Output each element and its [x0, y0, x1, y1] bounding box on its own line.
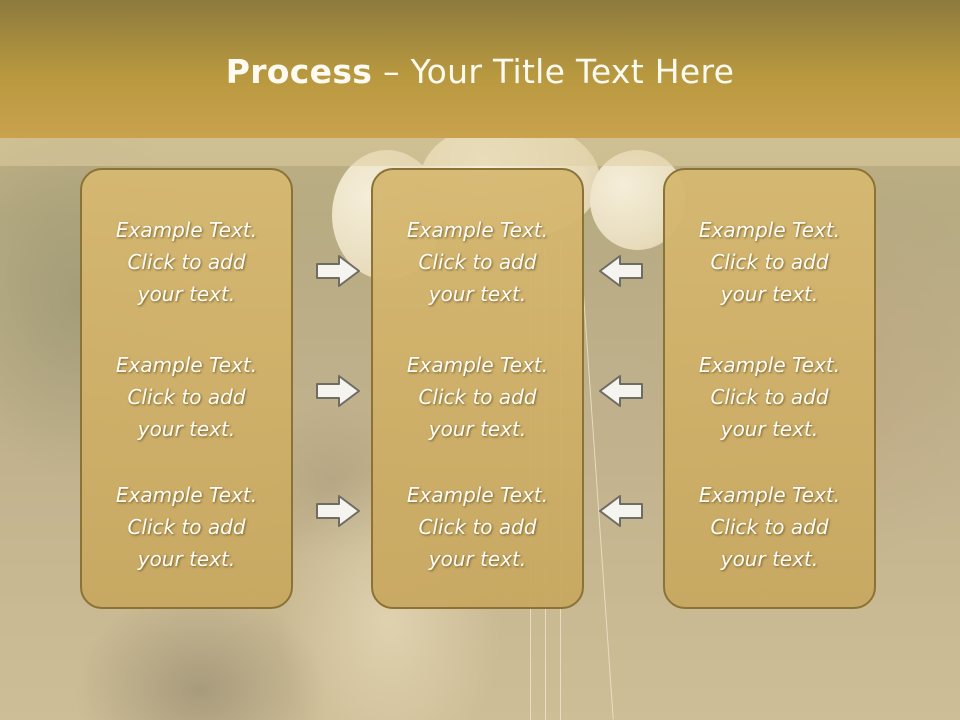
- text-line: Click to add: [127, 385, 246, 409]
- text-line: Example Text.: [406, 483, 549, 507]
- text-placeholder[interactable]: Example Text. Click to add your text.: [665, 349, 874, 445]
- text-line: Click to add: [127, 250, 246, 274]
- text-line: Example Text.: [115, 218, 258, 242]
- text-line: Click to add: [710, 250, 829, 274]
- text-placeholder[interactable]: Example Text. Click to add your text.: [665, 214, 874, 310]
- title-bar: [0, 0, 960, 138]
- process-box-center[interactable]: Example Text. Click to add your text. Ex…: [371, 168, 584, 609]
- text-line: Example Text.: [115, 353, 258, 377]
- text-line: Click to add: [418, 385, 537, 409]
- text-line: Example Text.: [698, 218, 841, 242]
- right-arrow-icon: [316, 255, 360, 287]
- process-box-left[interactable]: Example Text. Click to add your text. Ex…: [80, 168, 293, 609]
- left-arrow-icon: [599, 255, 643, 287]
- title-bar-fade: [0, 138, 960, 166]
- right-arrow-icon: [316, 375, 360, 407]
- text-placeholder[interactable]: Example Text. Click to add your text.: [373, 214, 582, 310]
- text-line: your text.: [137, 547, 236, 571]
- text-line: Click to add: [418, 515, 537, 539]
- text-placeholder[interactable]: Example Text. Click to add your text.: [82, 214, 291, 310]
- text-line: Click to add: [710, 385, 829, 409]
- left-arrow-icon: [599, 495, 643, 527]
- text-placeholder[interactable]: Example Text. Click to add your text.: [82, 349, 291, 445]
- text-line: Click to add: [127, 515, 246, 539]
- process-box-right[interactable]: Example Text. Click to add your text. Ex…: [663, 168, 876, 609]
- text-line: your text.: [428, 417, 527, 441]
- text-line: your text.: [428, 282, 527, 306]
- text-line: Click to add: [710, 515, 829, 539]
- slide-title[interactable]: Process – Your Title Text Here: [0, 52, 960, 91]
- left-arrow-icon: [599, 375, 643, 407]
- text-placeholder[interactable]: Example Text. Click to add your text.: [665, 479, 874, 575]
- text-line: your text.: [137, 417, 236, 441]
- right-arrow-icon: [316, 495, 360, 527]
- text-line: your text.: [720, 417, 819, 441]
- text-placeholder[interactable]: Example Text. Click to add your text.: [82, 479, 291, 575]
- title-rest: – Your Title Text Here: [372, 52, 735, 91]
- text-line: Example Text.: [406, 353, 549, 377]
- title-bold: Process: [225, 52, 373, 91]
- text-line: Example Text.: [698, 353, 841, 377]
- text-placeholder[interactable]: Example Text. Click to add your text.: [373, 349, 582, 445]
- text-line: Example Text.: [406, 218, 549, 242]
- text-placeholder[interactable]: Example Text. Click to add your text.: [373, 479, 582, 575]
- text-line: Click to add: [418, 250, 537, 274]
- text-line: your text.: [720, 547, 819, 571]
- text-line: your text.: [428, 547, 527, 571]
- text-line: your text.: [720, 282, 819, 306]
- text-line: Example Text.: [115, 483, 258, 507]
- text-line: your text.: [137, 282, 236, 306]
- text-line: Example Text.: [698, 483, 841, 507]
